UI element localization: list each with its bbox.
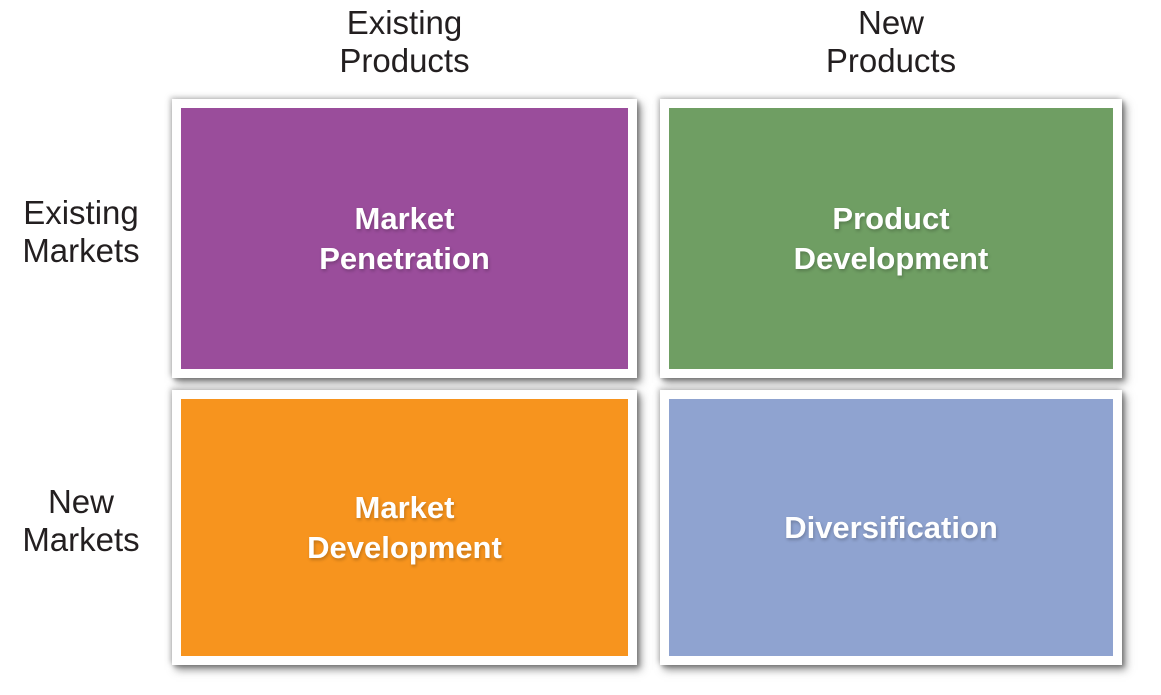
quadrant-market-development: Market Development <box>172 390 637 665</box>
quadrant-label-market-development: Market Development <box>307 489 502 565</box>
quadrant-label-diversification: Diversification <box>784 509 998 545</box>
quadrant-market-penetration: Market Penetration <box>172 99 637 378</box>
column-header-existing-products: Existing Products <box>339 4 470 79</box>
column-header-new-products: New Products <box>825 4 957 79</box>
quadrant-label-product-development: Product Development <box>793 200 989 276</box>
quadrant-product-development: Product Development <box>660 99 1122 378</box>
row-header-existing-markets: Existing Markets <box>22 193 140 269</box>
quadrant-label-market-penetration: Market Penetration <box>319 200 490 276</box>
quadrant-diversification: Diversification <box>660 390 1122 665</box>
row-header-new-markets: New Markets <box>22 482 140 558</box>
